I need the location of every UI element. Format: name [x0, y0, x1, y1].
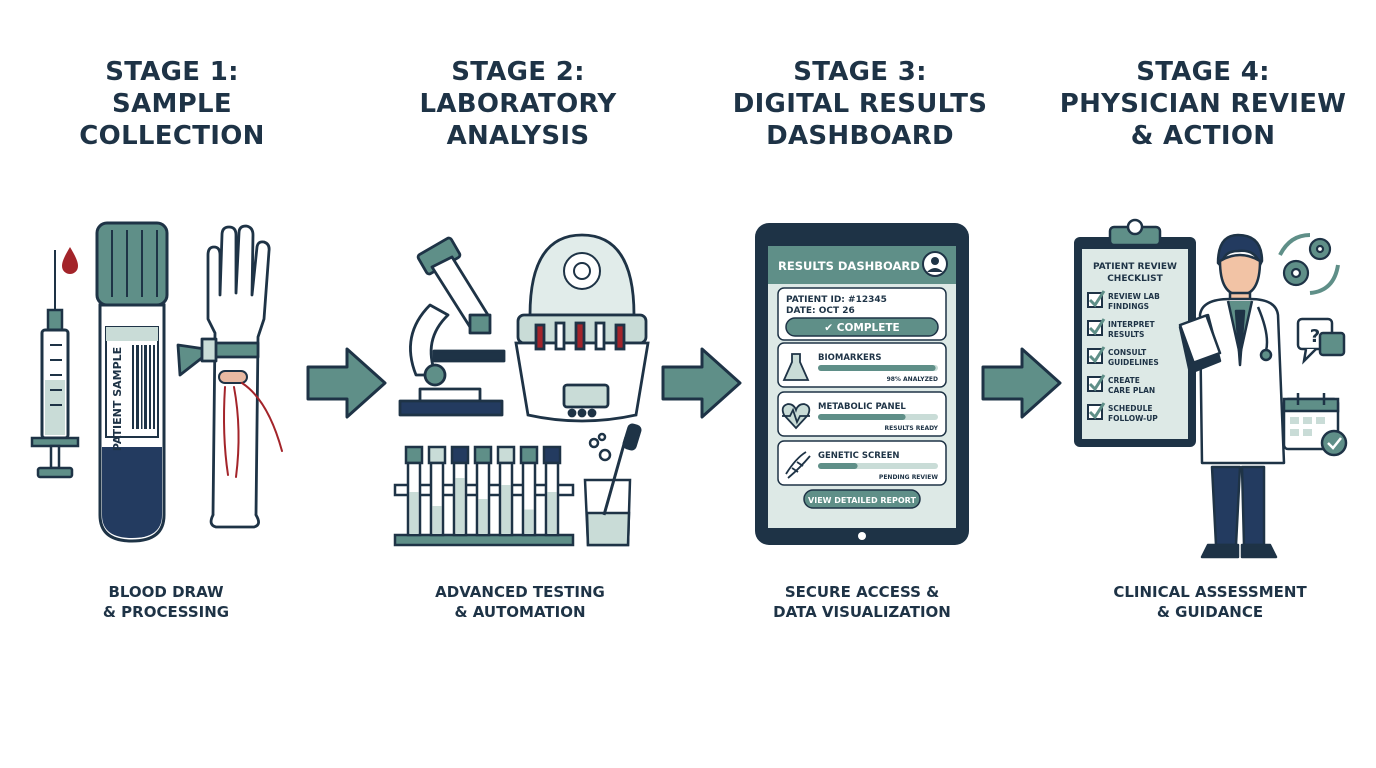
stage-1-caption: BLOOD DRAW & PROCESSING — [102, 583, 230, 621]
checklist-item-label: RESULTS — [1108, 330, 1144, 339]
stage-2-title: STAGE 2: LABORATORY ANALYSIS — [419, 57, 617, 151]
rack-tube-liquid — [455, 478, 465, 534]
flow-arrow-3 — [981, 347, 1062, 419]
progress-bar-fill — [818, 365, 936, 371]
flow-arrow-1 — [306, 347, 387, 419]
check-icon — [1088, 318, 1106, 336]
clipboard-checklist: PATIENT REVIEW CHECKLIST REVIEW LABFINDI… — [1074, 218, 1196, 447]
patient-id: PATIENT ID: #12345 — [786, 295, 887, 305]
checklist-item-label: CONSULT — [1108, 348, 1147, 357]
checklist-title-1: PATIENT REVIEW — [1093, 262, 1177, 272]
checklist-item-label: FOLLOW-UP — [1108, 414, 1158, 423]
flask-icon — [782, 353, 810, 381]
dashboard-header: RESULTS DASHBOARD — [778, 259, 920, 273]
patient-sample-tube-icon: PATIENT SAMPLE — [95, 221, 169, 543]
checklist-item-label: REVIEW LAB — [1108, 292, 1160, 301]
heart-pulse-icon — [781, 403, 811, 430]
checklist-item-label: GUIDELINES — [1108, 358, 1159, 367]
blood-drop-icon — [62, 247, 78, 274]
flow-arrow-2 — [661, 347, 742, 419]
rack-tube-cap — [450, 445, 470, 465]
calendar-check-icon — [1282, 393, 1348, 457]
stage-1-illustration: PATIENT SAMPLE — [30, 221, 283, 543]
tablet-dashboard: RESULTS DASHBOARD PATIENT ID: #12345 DAT… — [755, 223, 969, 545]
syringe-icon — [30, 250, 80, 479]
svg-text:VIEW DETAILED REPORT: VIEW DETAILED REPORT — [808, 496, 916, 505]
question-chat-icon: ? — [1296, 317, 1346, 365]
status-complete-badge — [785, 317, 939, 337]
stage-2-caption: ADVANCED TESTING & AUTOMATION — [435, 583, 605, 621]
test-tube-rack-icon — [393, 445, 575, 547]
progress-bar-fill — [818, 414, 906, 420]
rack-tube-cap — [427, 445, 447, 465]
beaker-dropper-icon — [583, 423, 642, 547]
svg-text:GENETIC SCREEN: GENETIC SCREEN — [818, 451, 900, 461]
rack-tube-cap — [542, 445, 562, 465]
check-icon — [1088, 290, 1106, 308]
stage-4-illustration: PATIENT REVIEW CHECKLIST REVIEW LABFINDI… — [1074, 218, 1348, 559]
svg-text:?: ? — [1310, 326, 1320, 347]
microscope-icon — [398, 236, 506, 417]
check-icon — [1088, 346, 1106, 364]
physician-icon — [1178, 233, 1286, 559]
rack-tube-liquid — [432, 506, 442, 534]
rack-tube-cap — [519, 445, 539, 465]
centrifuge-icon — [514, 233, 650, 423]
svg-text:✔ COMPLETE: ✔ COMPLETE — [824, 322, 899, 334]
rack-tube-cap — [473, 445, 493, 465]
patient-date: DATE: OCT 26 — [786, 306, 855, 316]
stage-4-caption: CLINICAL ASSESSMENT & GUIDANCE — [1113, 583, 1307, 621]
stage-4-title: STAGE 4: PHYSICIAN REVIEW & ACTION — [1059, 57, 1347, 151]
progress-bar-fill — [818, 463, 858, 469]
stage-2-illustration — [393, 233, 650, 547]
svg-text:98% ANALYZED: 98% ANALYZED — [887, 376, 938, 383]
rack-tube-liquid — [524, 509, 534, 534]
checklist-item-label: FINDINGS — [1108, 302, 1149, 311]
rack-tube-liquid — [409, 492, 419, 534]
tube-label: PATIENT SAMPLE — [111, 347, 124, 451]
checklist-item-label: INTERPRET — [1108, 320, 1155, 329]
checklist-item-label: SCHEDULE — [1108, 404, 1153, 413]
checklist-item-label: CREATE — [1108, 376, 1140, 385]
stage-1-title: STAGE 1: SAMPLE COLLECTION — [79, 57, 265, 151]
checklist-item-label: CARE PLAN — [1108, 386, 1155, 395]
view-report-button[interactable] — [803, 489, 921, 509]
rack-tube-liquid — [501, 485, 511, 534]
svg-text:BIOMARKERS: BIOMARKERS — [818, 353, 882, 363]
gears-icon — [1278, 233, 1340, 295]
rack-tube-liquid — [478, 499, 488, 534]
check-icon — [1088, 402, 1106, 420]
dna-icon — [785, 451, 811, 479]
stage-3-caption: SECURE ACCESS & DATA VISUALIZATION — [773, 583, 951, 621]
stage-3-title: STAGE 3: DIGITAL RESULTS DASHBOARD — [732, 57, 988, 151]
rack-tube-liquid — [547, 492, 557, 534]
rack-tube-cap — [404, 445, 424, 465]
svg-text:PENDING REVIEW: PENDING REVIEW — [879, 474, 938, 481]
svg-text:RESULTS READY: RESULTS READY — [885, 425, 939, 432]
checklist-title-2: CHECKLIST — [1107, 274, 1163, 284]
arm-tourniquet-icon — [176, 224, 283, 529]
svg-text:METABOLIC PANEL: METABOLIC PANEL — [818, 402, 906, 412]
rack-tube-cap — [496, 445, 516, 465]
check-icon — [1088, 374, 1106, 392]
